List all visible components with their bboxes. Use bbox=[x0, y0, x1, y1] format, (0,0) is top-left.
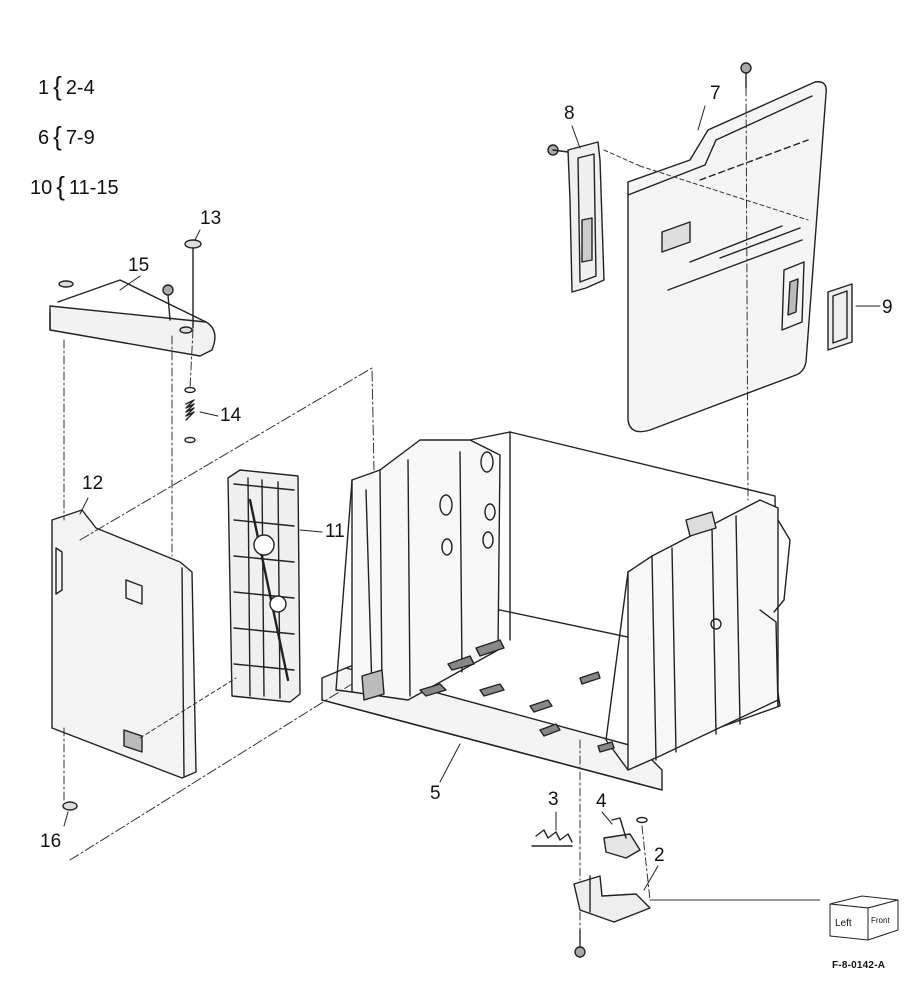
callout-15: 15 bbox=[128, 255, 150, 276]
legend-range: 2-4 bbox=[65, 77, 95, 99]
callout-3: 3 bbox=[548, 789, 559, 810]
legend-row-2: 6{7-9 bbox=[38, 121, 95, 151]
legend-parent: 10 bbox=[30, 177, 53, 199]
part-9-label bbox=[827, 283, 853, 351]
figure-id: F-8-0142-A bbox=[832, 960, 886, 971]
callout-14: 14 bbox=[220, 405, 242, 426]
callout-16: 16 bbox=[40, 831, 62, 852]
callout-4: 4 bbox=[596, 791, 607, 812]
legend-row-3: 10{11-15 bbox=[30, 171, 119, 201]
part-2-bracket bbox=[573, 875, 651, 923]
callout-8: 8 bbox=[564, 103, 575, 124]
callout-2: 2 bbox=[654, 845, 665, 866]
part-12-panel bbox=[51, 509, 197, 779]
legend-parent: 6 bbox=[38, 127, 50, 149]
leader-lines bbox=[63, 105, 881, 891]
part-4-latch bbox=[603, 816, 648, 859]
callout-5: 5 bbox=[430, 783, 441, 804]
part-14-spring bbox=[184, 386, 196, 444]
callout-11: 11 bbox=[325, 521, 345, 542]
callout-12: 12 bbox=[82, 473, 104, 494]
part-5-frame bbox=[321, 431, 791, 791]
screw-parts bbox=[574, 62, 752, 958]
part-11-lattice bbox=[227, 469, 301, 703]
orientation-cube bbox=[829, 895, 899, 941]
part-15-bracket bbox=[49, 279, 216, 357]
part-7-cover bbox=[627, 81, 827, 433]
callout-9: 9 bbox=[882, 297, 893, 318]
legend-row-1: 1{2-4 bbox=[38, 71, 95, 101]
cube-front-label: Front bbox=[871, 916, 890, 925]
part-16-washer bbox=[62, 801, 78, 811]
callout-7: 7 bbox=[710, 83, 721, 104]
legend-range: 7-9 bbox=[65, 127, 95, 149]
legend-range: 11-15 bbox=[68, 177, 119, 199]
assembly-lines bbox=[63, 87, 821, 947]
callout-13: 13 bbox=[200, 208, 222, 229]
part-8-bracket bbox=[547, 141, 605, 293]
cube-left-label: Left bbox=[835, 918, 852, 929]
legend-parent: 1 bbox=[38, 77, 50, 99]
part-13-pin bbox=[184, 239, 202, 329]
part-3-spring bbox=[531, 829, 573, 847]
